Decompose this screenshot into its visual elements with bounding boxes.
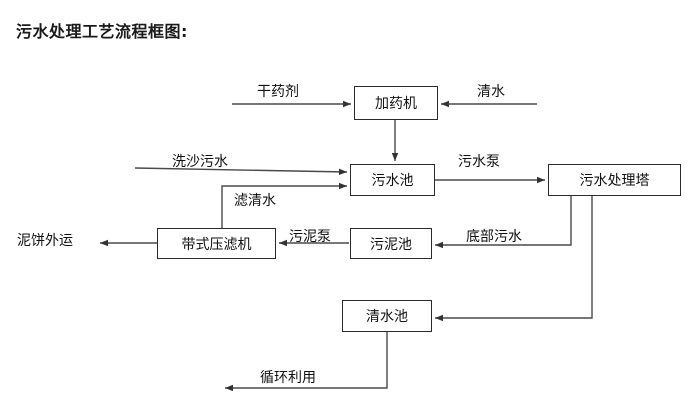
edge-filtered-water-to-sewage-pool xyxy=(221,182,347,228)
node-dosing-machine-label: 加药机 xyxy=(375,96,417,112)
edge-clear-water-recycling xyxy=(225,332,388,392)
label-recycling-use: 循环利用 xyxy=(260,370,316,386)
label-sewage-pump: 污水泵 xyxy=(458,154,500,170)
page-title: 污水处理工艺流程框图: xyxy=(16,22,188,41)
label-filtered-clear-water: 滤清水 xyxy=(234,193,276,209)
node-belt-filter-press[interactable]: 带式压滤机 xyxy=(157,228,276,259)
edge-sand-sewage-to-sewage-pool xyxy=(134,167,348,176)
label-bottom-sewage: 底部污水 xyxy=(466,229,522,245)
node-dosing-machine[interactable]: 加药机 xyxy=(354,86,438,120)
label-mud-cake-transport: 泥饼外运 xyxy=(17,233,73,249)
label-sand-washing-sewage: 洗沙污水 xyxy=(172,154,228,170)
label-dry-reagent: 干药剂 xyxy=(257,84,299,100)
node-belt-filter-press-label: 带式压滤机 xyxy=(181,236,252,253)
node-clear-water-pool-label: 清水池 xyxy=(366,309,408,325)
label-clean-water: 清水 xyxy=(477,84,505,100)
node-sludge-pool[interactable]: 污泥池 xyxy=(350,228,432,259)
node-sewage-treatment-tower-label: 污水处理塔 xyxy=(579,173,650,189)
node-sewage-treatment-tower[interactable]: 污水处理塔 xyxy=(548,164,681,196)
node-clear-water-pool[interactable]: 清水池 xyxy=(342,300,432,332)
node-sewage-pool[interactable]: 污水池 xyxy=(350,164,435,196)
edge-tower-to-clear-water-pool xyxy=(435,196,593,322)
node-sewage-pool-label: 污水池 xyxy=(371,173,414,189)
node-sludge-pool-label: 污泥池 xyxy=(370,236,412,253)
edge-tower-to-sludge-pool xyxy=(435,196,572,249)
label-sludge-pump: 污泥泵 xyxy=(289,229,331,245)
